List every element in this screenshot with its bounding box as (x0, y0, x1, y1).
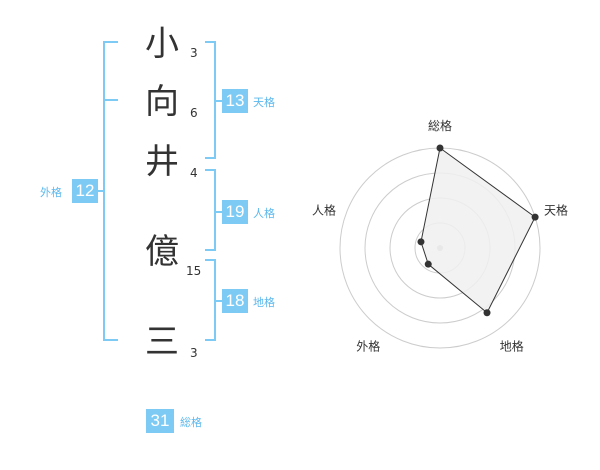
radar-point-5 (417, 238, 425, 246)
name-char-1: 小 (145, 24, 179, 64)
radar-point-1 (436, 144, 444, 152)
radar-point-2 (531, 213, 539, 221)
jinkaku-label: 人格 (253, 207, 275, 220)
stroke-count-2: 6 (190, 106, 198, 120)
radar-axis-label-4: 外格 (356, 339, 380, 354)
stroke-count-4: 15 (186, 264, 202, 278)
name-char-3: 井 (145, 142, 179, 182)
jinkaku-badge: 19 (222, 200, 248, 224)
radar-axis-label-3: 地格 (500, 339, 524, 354)
gaikaku-label: 外格 (40, 186, 62, 199)
radar-point-3 (483, 309, 491, 317)
radar-point-4 (424, 260, 432, 268)
radar-axis-label-2: 天格 (544, 202, 568, 217)
name-char-2: 向 (145, 82, 179, 122)
radar-polygon (420, 147, 536, 314)
soukaku-badge: 31 (146, 409, 174, 433)
soukaku-label: 総格 (180, 416, 202, 429)
radar-axis-label-5: 人格 (312, 202, 336, 217)
stroke-count-3: 4 (190, 166, 198, 180)
jinkaku-bracket (205, 169, 216, 251)
tenkaku-label: 天格 (253, 96, 275, 109)
stroke-count-5: 3 (190, 346, 198, 360)
chikaku-label: 地格 (253, 296, 275, 309)
tenkaku-badge: 13 (222, 89, 248, 113)
stroke-count-1: 3 (190, 46, 198, 60)
gaikaku-badge: 12 (72, 179, 98, 203)
name-char-4: 億 (145, 232, 179, 272)
chikaku-badge: 18 (222, 289, 248, 313)
radar-axis-label-1: 総格 (428, 118, 452, 133)
name-char-5: 三 (145, 322, 179, 362)
